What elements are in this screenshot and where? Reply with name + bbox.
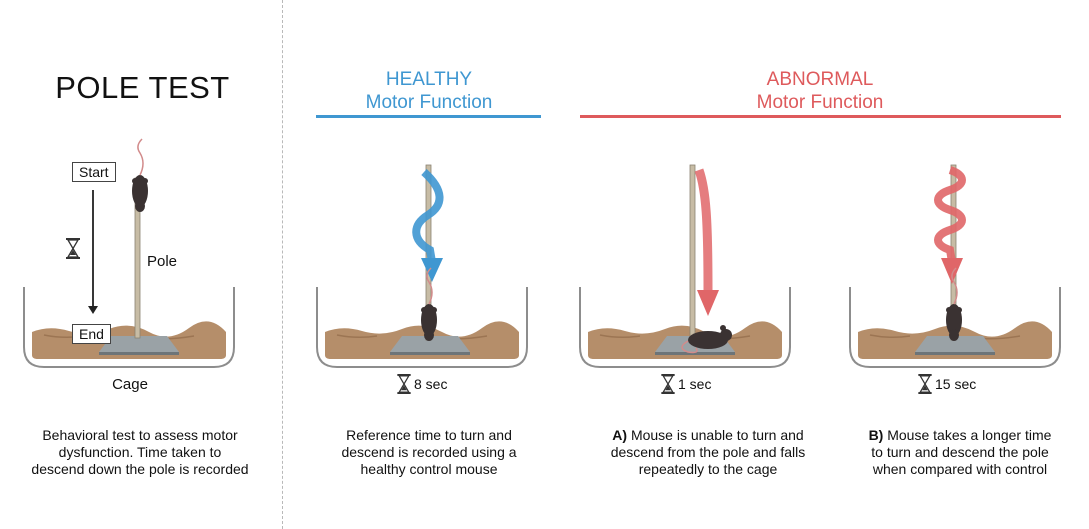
desc-line: repeatedly to the cage [638, 461, 778, 477]
timer-healthy: 8 sec [397, 374, 447, 394]
desc-line: descend from the pole and falls [610, 444, 806, 460]
timer-abnormal-b: 15 sec [918, 374, 976, 394]
abnormal-title-line1: ABNORMAL [766, 69, 874, 90]
abnormal-underline [580, 115, 1061, 118]
healthy-header: HEALTHY Motor Function [318, 68, 540, 114]
abnormal-a-description: A) Mouse is unable to turn and descend f… [578, 427, 838, 478]
abnormal-b-description: B) Mouse takes a longer time to turn and… [840, 427, 1080, 478]
desc-line: when compared with control [872, 461, 1048, 477]
desc-line: B) Mouse takes a longer time [840, 427, 1080, 444]
hourglass-icon [66, 238, 80, 259]
pole-label: Pole [147, 253, 178, 270]
healthy-description: Reference time to turn and descend is re… [300, 427, 558, 478]
timer-value: 15 sec [935, 376, 977, 392]
start-label: Start [72, 162, 116, 182]
desc-line: descend is recorded using a [341, 444, 517, 460]
panel-prefix: B) [868, 427, 884, 443]
hourglass-icon [918, 374, 932, 394]
timer-abnormal-a: 1 sec [661, 374, 711, 394]
abnormal-title-line2: Motor Function [756, 92, 884, 113]
fall-arrow [694, 168, 713, 291]
hourglass-icon [397, 374, 411, 394]
intro-line: Behavioral test to assess motor [42, 427, 238, 443]
hourglass-icon [661, 374, 675, 394]
desc-line: healthy control mouse [360, 461, 498, 477]
cage-label: Cage [112, 376, 148, 393]
intro-line: dysfunction. Time taken to [58, 444, 222, 460]
desc-text: Mouse is unable to turn and [630, 427, 804, 443]
healthy-title-line1: HEALTHY [385, 69, 473, 90]
desc-line: to turn and descend the pole [871, 444, 1049, 460]
spiral-arrow-healthy [412, 169, 444, 263]
plate-left [99, 336, 179, 355]
end-label: End [72, 324, 111, 344]
desc-line: A) Mouse is unable to turn and [578, 427, 838, 444]
healthy-title-line2: Motor Function [365, 92, 493, 113]
desc-text: Mouse takes a longer time [887, 427, 1052, 443]
mouse-icon [131, 138, 149, 213]
healthy-underline [316, 115, 541, 118]
spiral-arrow-abnormal [934, 166, 966, 263]
panel-prefix: A) [612, 427, 628, 443]
desc-line: Reference time to turn and [346, 427, 512, 443]
pole-abnormal-a [689, 164, 696, 341]
section-divider [282, 0, 283, 529]
page-title: POLE TEST [55, 70, 230, 105]
intro-line: descend down the pole is recorded [31, 461, 249, 477]
mouse-fallen [681, 325, 732, 354]
abnormal-header: ABNORMAL Motor Function [580, 68, 1060, 114]
intro-description: Behavioral test to assess motor dysfunct… [0, 427, 280, 478]
timer-value: 8 sec [414, 376, 448, 392]
timer-value: 1 sec [678, 376, 712, 392]
